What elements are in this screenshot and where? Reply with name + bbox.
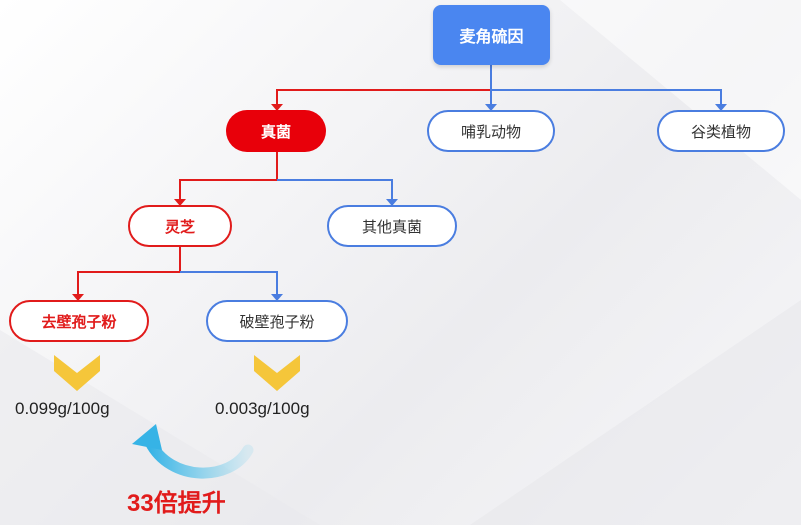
connector-root-fungi [276, 65, 492, 110]
connector-root-grain [491, 89, 722, 110]
node-fungi: 真菌 [226, 110, 326, 152]
root-node: 麦角硫因 [433, 5, 550, 65]
curved-arrow-icon [132, 424, 254, 479]
connector-lingzhi-nobreak [77, 247, 181, 300]
node-other-fungi: 其他真菌 [327, 205, 457, 247]
node-wall-broken-spore-powder: 破壁孢子粉 [206, 300, 348, 342]
connector-lingzhi-broken [180, 271, 278, 300]
connector-fungi-other [277, 179, 393, 205]
value-no-wall-break: 0.099g/100g [15, 399, 110, 418]
node-grain: 谷类植物 [657, 110, 785, 152]
chevron-down-icon [54, 355, 100, 391]
value-wall-broken: 0.003g/100g [215, 399, 310, 418]
connector-fungi-lingzhi [179, 152, 278, 205]
gain-label: 33倍提升 [127, 490, 226, 517]
node-no-wall-break-spore-powder: 去壁孢子粉 [9, 300, 149, 342]
node-lingzhi: 灵芝 [128, 205, 232, 247]
chevron-down-icon [254, 355, 300, 391]
node-mammal: 哺乳动物 [427, 110, 555, 152]
